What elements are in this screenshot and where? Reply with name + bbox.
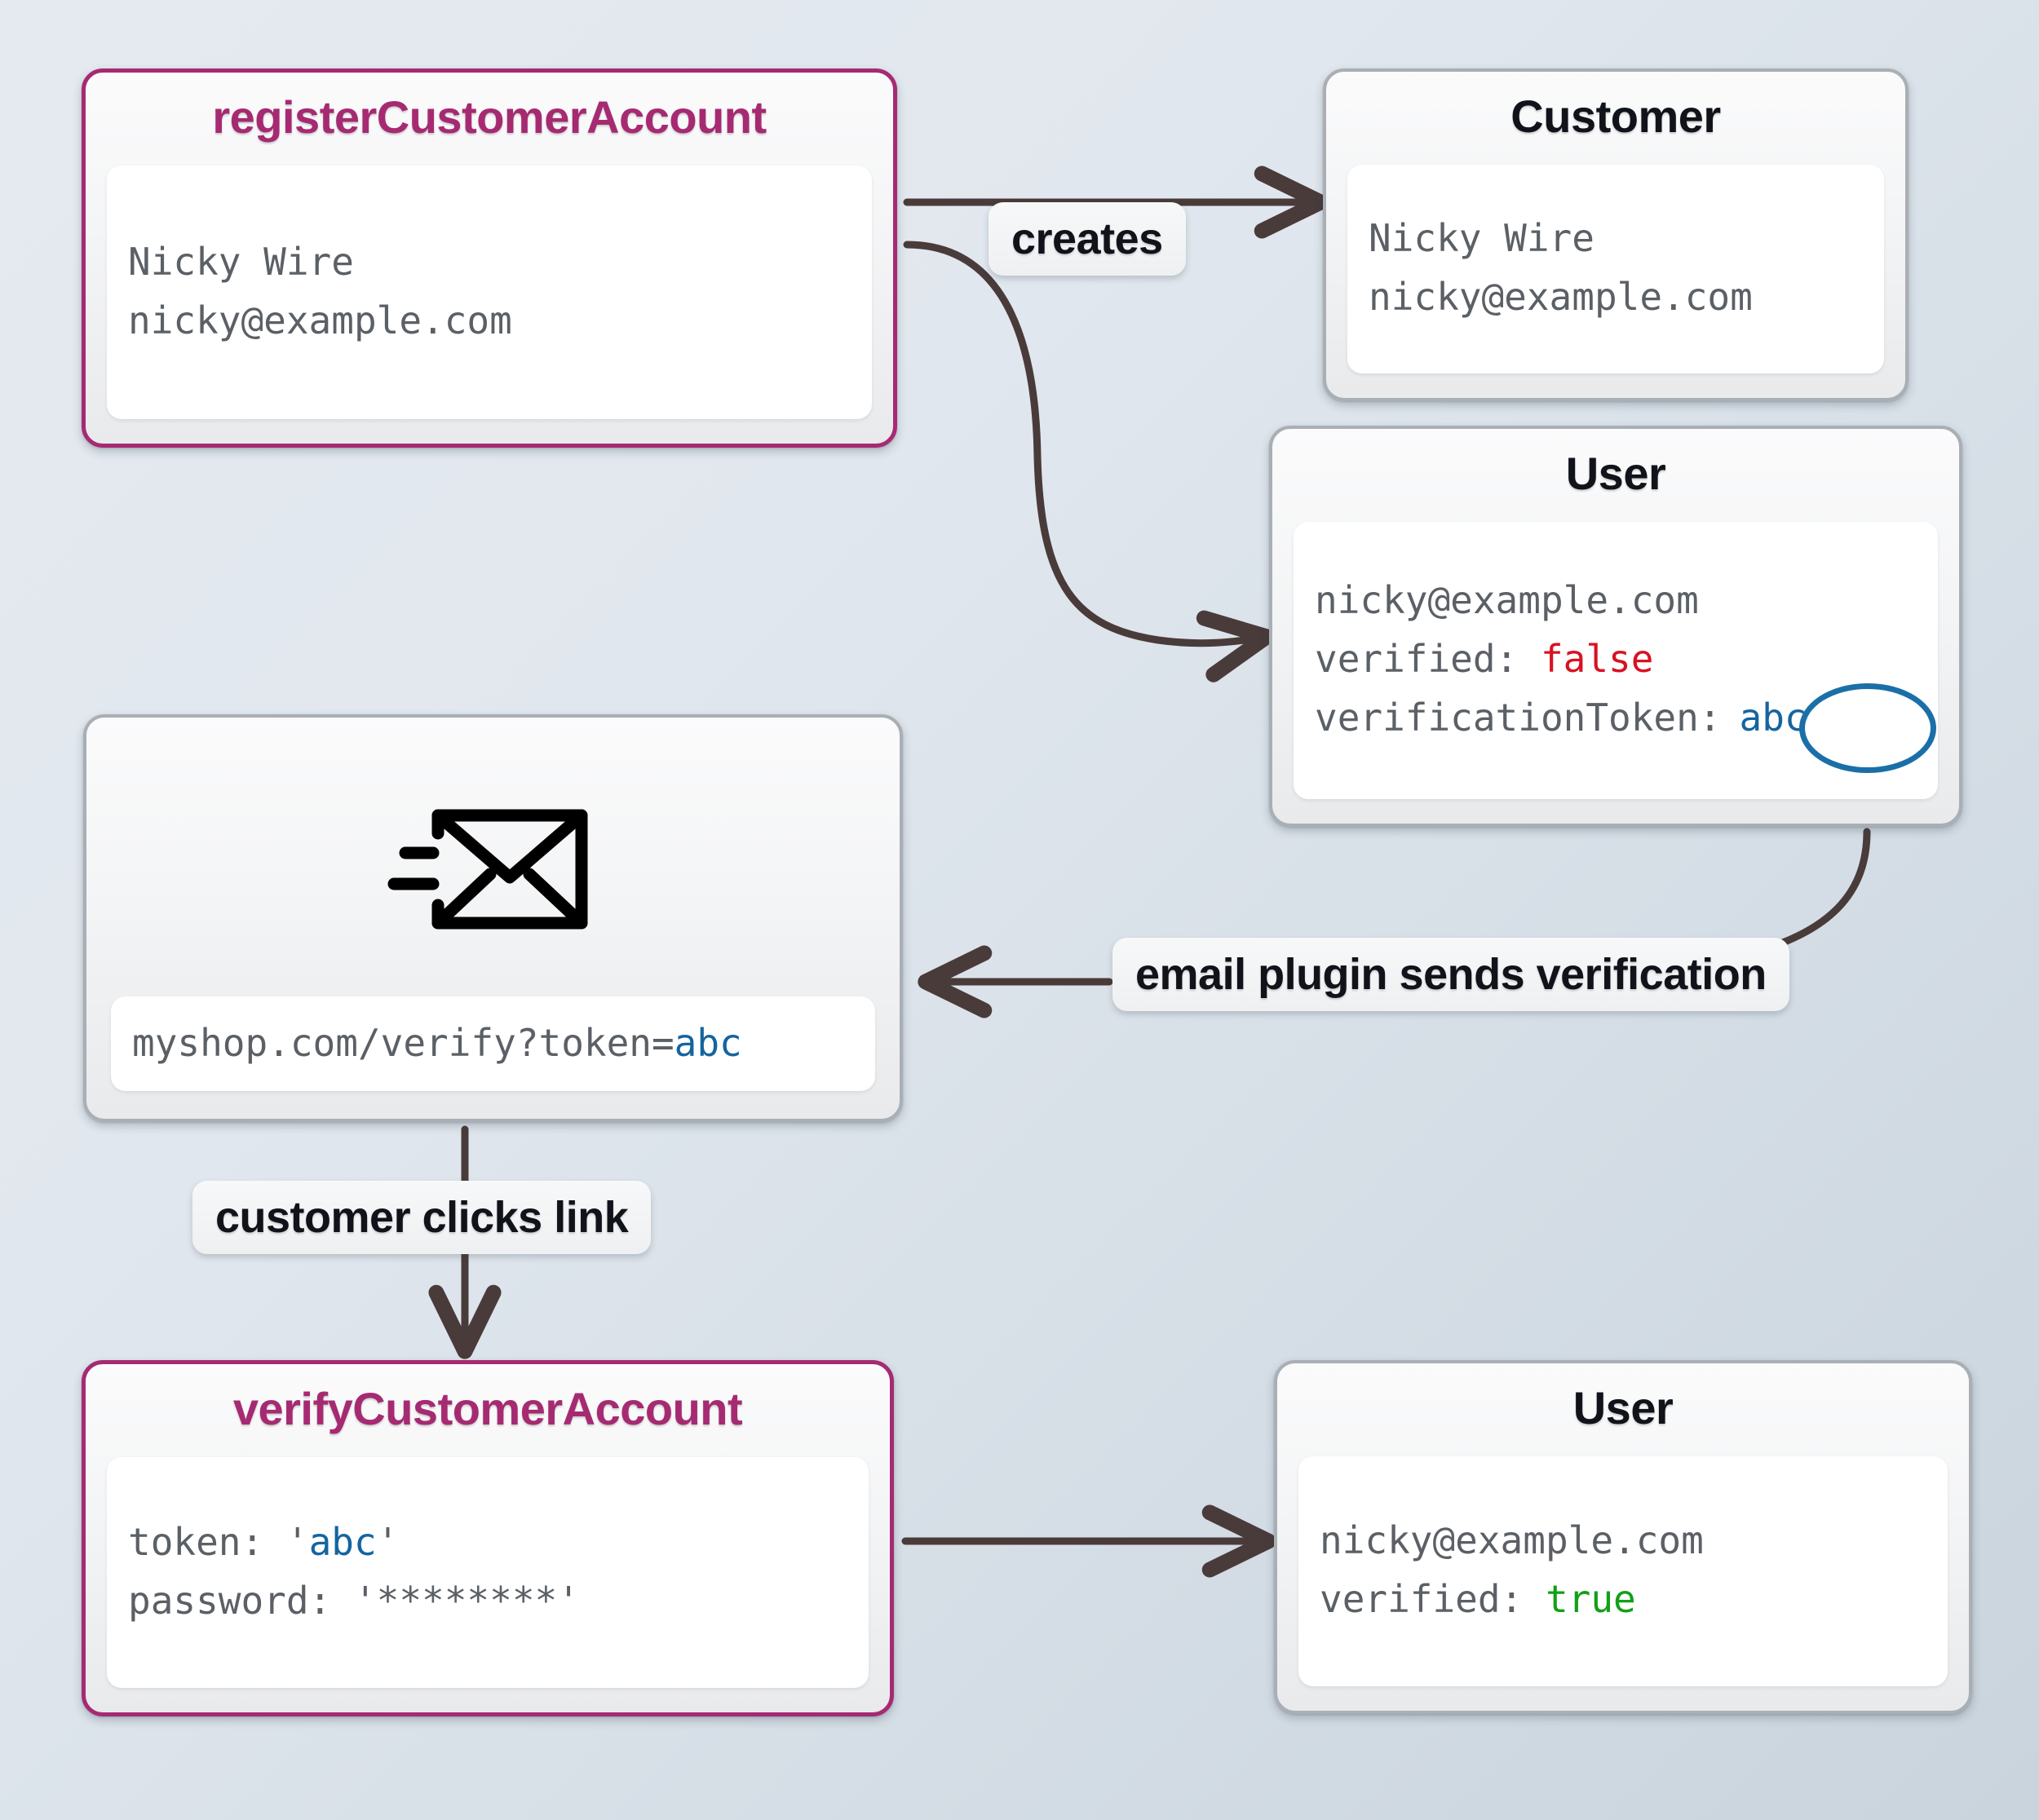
register-field-name: Nicky Wire bbox=[128, 239, 354, 284]
user-verified-verified-value: true bbox=[1545, 1577, 1636, 1622]
user-unverified-verified-value: false bbox=[1540, 637, 1654, 682]
arrow-token-to-email-plugin bbox=[1749, 828, 1871, 956]
node-verify-customer-account[interactable]: verifyCustomerAccount token: 'abc' passw… bbox=[82, 1360, 894, 1716]
verify-password-label: password: bbox=[128, 1578, 354, 1623]
verify-token-label: token: bbox=[128, 1519, 286, 1564]
user-unverified-panel: nicky@example.com verified: false verifi… bbox=[1294, 522, 1938, 799]
email-url-panel: myshop.com/verify?token=abc bbox=[111, 996, 875, 1091]
send-email-icon bbox=[387, 809, 587, 930]
email-url-prefix: myshop.com/verify?token= bbox=[132, 1021, 675, 1066]
user-verified-verified-label: verified: bbox=[1320, 1577, 1546, 1622]
user-unverified-token-value: abc bbox=[1739, 695, 1807, 740]
node-customer[interactable]: Customer Nicky Wire nicky@example.com bbox=[1323, 68, 1909, 401]
register-node-panel: Nicky Wire nicky@example.com bbox=[107, 166, 872, 419]
node-register-customer-account[interactable]: registerCustomerAccount Nicky Wire nicky… bbox=[82, 68, 897, 448]
register-node-title: registerCustomerAccount bbox=[212, 91, 767, 143]
edge-label-customer-clicks-link: customer clicks link bbox=[192, 1181, 652, 1254]
node-user-unverified[interactable]: User nicky@example.com verified: false v… bbox=[1269, 426, 1962, 827]
user-unverified-verified-label: verified: bbox=[1315, 637, 1541, 682]
node-email-message[interactable]: myshop.com/verify?token=abc bbox=[83, 714, 903, 1122]
verify-token-quote-close: ' bbox=[376, 1519, 400, 1564]
verify-token-quote-open: ' bbox=[285, 1519, 309, 1564]
email-url: myshop.com/verify?token=abc bbox=[132, 1014, 854, 1073]
register-field-email: nicky@example.com bbox=[128, 298, 512, 342]
verify-token-row: token: 'abc' bbox=[128, 1513, 847, 1572]
customer-field-email: nicky@example.com bbox=[1369, 275, 1753, 320]
verify-node-panel: token: 'abc' password: '********' bbox=[107, 1457, 869, 1688]
user-unverified-title: User bbox=[1565, 448, 1666, 499]
user-unverified-token-label: verificationToken: bbox=[1315, 695, 1722, 740]
arrow-register-to-user bbox=[903, 241, 1275, 682]
customer-node-panel: Nicky Wire nicky@example.com bbox=[1347, 165, 1884, 373]
edge-label-email-plugin: email plugin sends verification bbox=[1112, 938, 1789, 1011]
node-user-verified[interactable]: User nicky@example.com verified: true bbox=[1274, 1360, 1972, 1714]
customer-node-title: Customer bbox=[1510, 91, 1721, 142]
verify-token-value: abc bbox=[308, 1519, 377, 1564]
verify-password-row: password: '********' bbox=[128, 1572, 847, 1631]
edge-label-creates: creates bbox=[989, 202, 1186, 276]
verify-node-title: verifyCustomerAccount bbox=[232, 1383, 743, 1434]
customer-field-name: Nicky Wire bbox=[1369, 216, 1594, 261]
user-verified-verified-row: verified: true bbox=[1320, 1570, 1926, 1629]
user-unverified-token-row: verificationToken: abc bbox=[1315, 689, 1917, 748]
email-icon-wrap bbox=[111, 742, 875, 996]
user-unverified-email: nicky@example.com bbox=[1315, 578, 1699, 623]
user-verified-title: User bbox=[1572, 1382, 1674, 1433]
user-verified-panel: nicky@example.com verified: true bbox=[1298, 1456, 1948, 1686]
verify-password-value: '********' bbox=[353, 1578, 580, 1623]
user-verified-email: nicky@example.com bbox=[1320, 1518, 1704, 1563]
user-unverified-verified-row: verified: false bbox=[1315, 630, 1917, 689]
email-url-token: abc bbox=[674, 1021, 742, 1066]
